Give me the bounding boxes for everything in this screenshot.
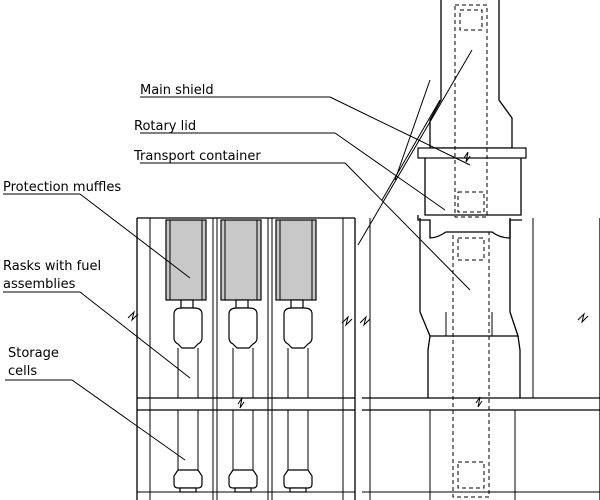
storage-section bbox=[127, 217, 356, 500]
fuel-casks bbox=[173, 299, 313, 493]
transport-container-cask bbox=[452, 4, 490, 498]
label-storage-line2: cells bbox=[8, 364, 37, 379]
label-storage-line1: Storage bbox=[8, 346, 59, 361]
leader-lines bbox=[3, 49, 473, 461]
labels: Main shield Rotary lid Transport contain… bbox=[3, 83, 261, 379]
label-rotary-lid: Rotary lid bbox=[134, 119, 196, 134]
transport-machine bbox=[359, 0, 600, 500]
label-protection-muffles: Protection muffles bbox=[3, 180, 121, 195]
label-main-shield: Main shield bbox=[140, 83, 214, 98]
muffle-2 bbox=[220, 219, 262, 301]
label-transport-container: Transport container bbox=[133, 149, 261, 164]
label-rasks-line1: Rasks with fuel bbox=[3, 259, 101, 274]
protection-muffles bbox=[165, 219, 317, 301]
muffle-3 bbox=[275, 219, 317, 301]
label-rasks-line2: assemblies bbox=[3, 277, 76, 292]
muffle-1 bbox=[165, 219, 207, 301]
